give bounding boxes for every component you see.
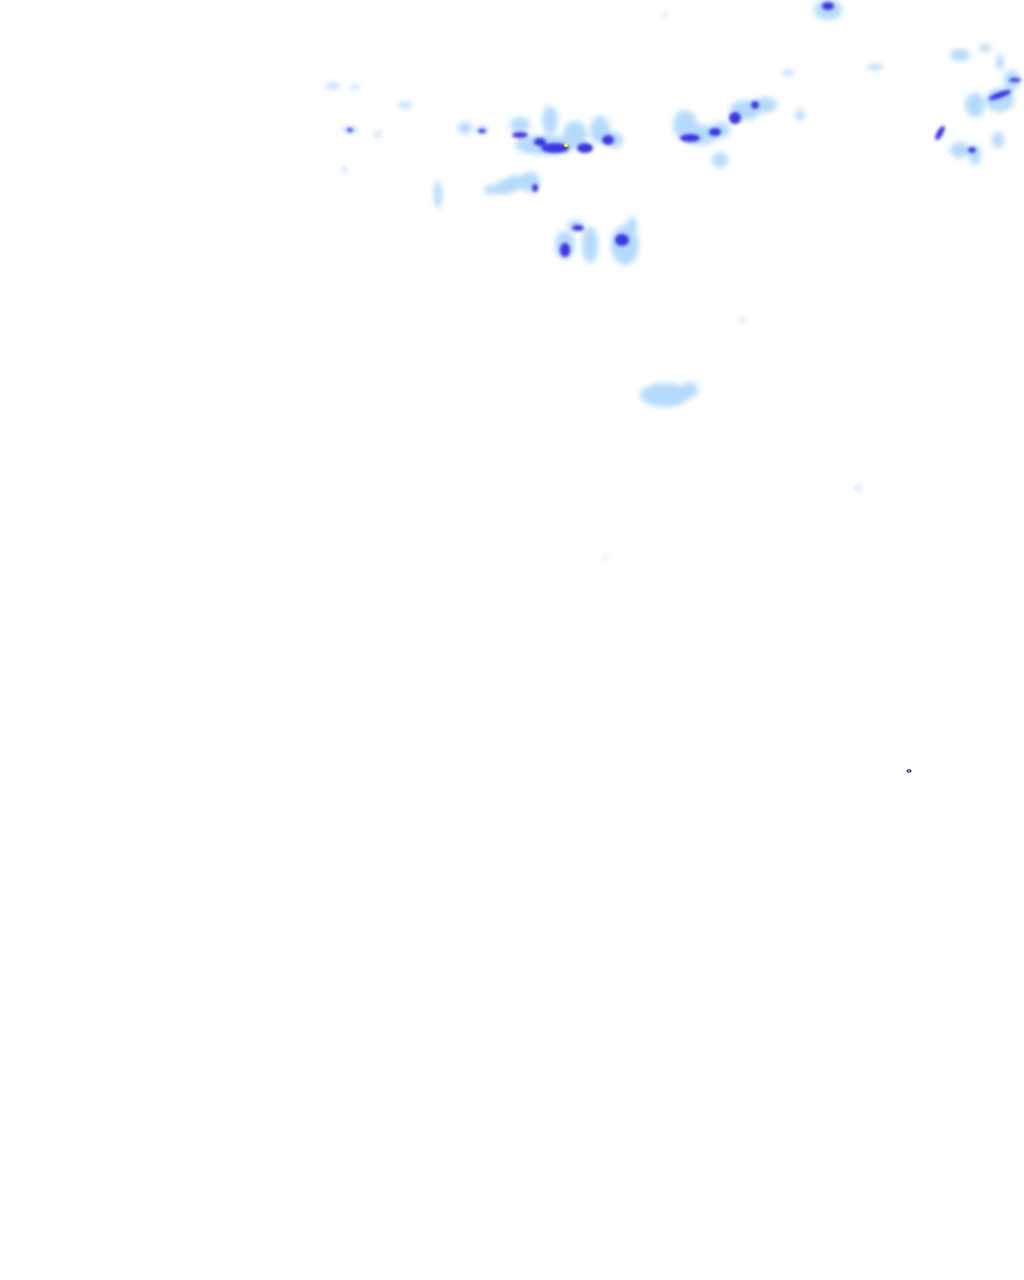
- precip-cell: [935, 125, 945, 141]
- precip-cell: [582, 227, 598, 263]
- precip-cell: [867, 64, 883, 70]
- precip-cell: [950, 49, 970, 61]
- precip-cell: [682, 382, 698, 398]
- precip-cell: [729, 112, 741, 124]
- heavy-precipitation: [347, 2, 1021, 257]
- precip-cell: [541, 143, 569, 153]
- precip-cell: [979, 44, 991, 52]
- precip-cell: [510, 117, 530, 133]
- precip-cell: [965, 93, 985, 117]
- precip-cell: [663, 12, 667, 18]
- precip-cell: [855, 485, 861, 491]
- precip-cell: [782, 70, 794, 76]
- precip-cell: [434, 181, 442, 209]
- precip-cell: [968, 147, 976, 153]
- precip-cell: [532, 184, 538, 192]
- precip-cell: [484, 185, 496, 195]
- precip-cell: [640, 383, 690, 407]
- precip-cell: [740, 317, 744, 323]
- precip-cell: [627, 217, 637, 233]
- precip-cell: [751, 101, 759, 109]
- precip-cell: [753, 97, 777, 113]
- precip-cell: [822, 2, 834, 10]
- precip-cell: [512, 132, 528, 138]
- extreme-precipitation: [564, 143, 912, 773]
- precip-cell: [564, 143, 568, 147]
- precip-cell: [398, 102, 412, 108]
- precip-cell: [373, 132, 383, 136]
- precip-cell: [478, 129, 486, 133]
- precip-cell: [577, 143, 593, 153]
- precip-cell: [347, 128, 353, 132]
- precip-cell: [343, 166, 347, 174]
- precip-cell: [534, 138, 546, 146]
- precip-cell: [988, 90, 1012, 100]
- precip-cell: [350, 85, 360, 89]
- precip-cell: [326, 83, 340, 89]
- precip-cell: [458, 122, 472, 134]
- precip-cell: [950, 142, 970, 158]
- precip-cell: [908, 770, 910, 772]
- precip-cell: [992, 132, 1004, 148]
- precip-cell: [1009, 78, 1021, 82]
- precip-cell: [712, 152, 728, 168]
- precip-cell: [542, 106, 558, 134]
- precip-cell: [709, 128, 721, 136]
- precip-cell: [996, 54, 1004, 70]
- precip-cell: [572, 225, 584, 231]
- precip-cell: [603, 555, 607, 559]
- precip-cell: [492, 175, 528, 195]
- precip-cell: [615, 234, 629, 246]
- precip-cell: [602, 135, 614, 145]
- precip-cell: [680, 134, 700, 142]
- precip-cell: [796, 109, 804, 121]
- precip-cell: [560, 243, 570, 257]
- light-precipitation: [326, 0, 1020, 559]
